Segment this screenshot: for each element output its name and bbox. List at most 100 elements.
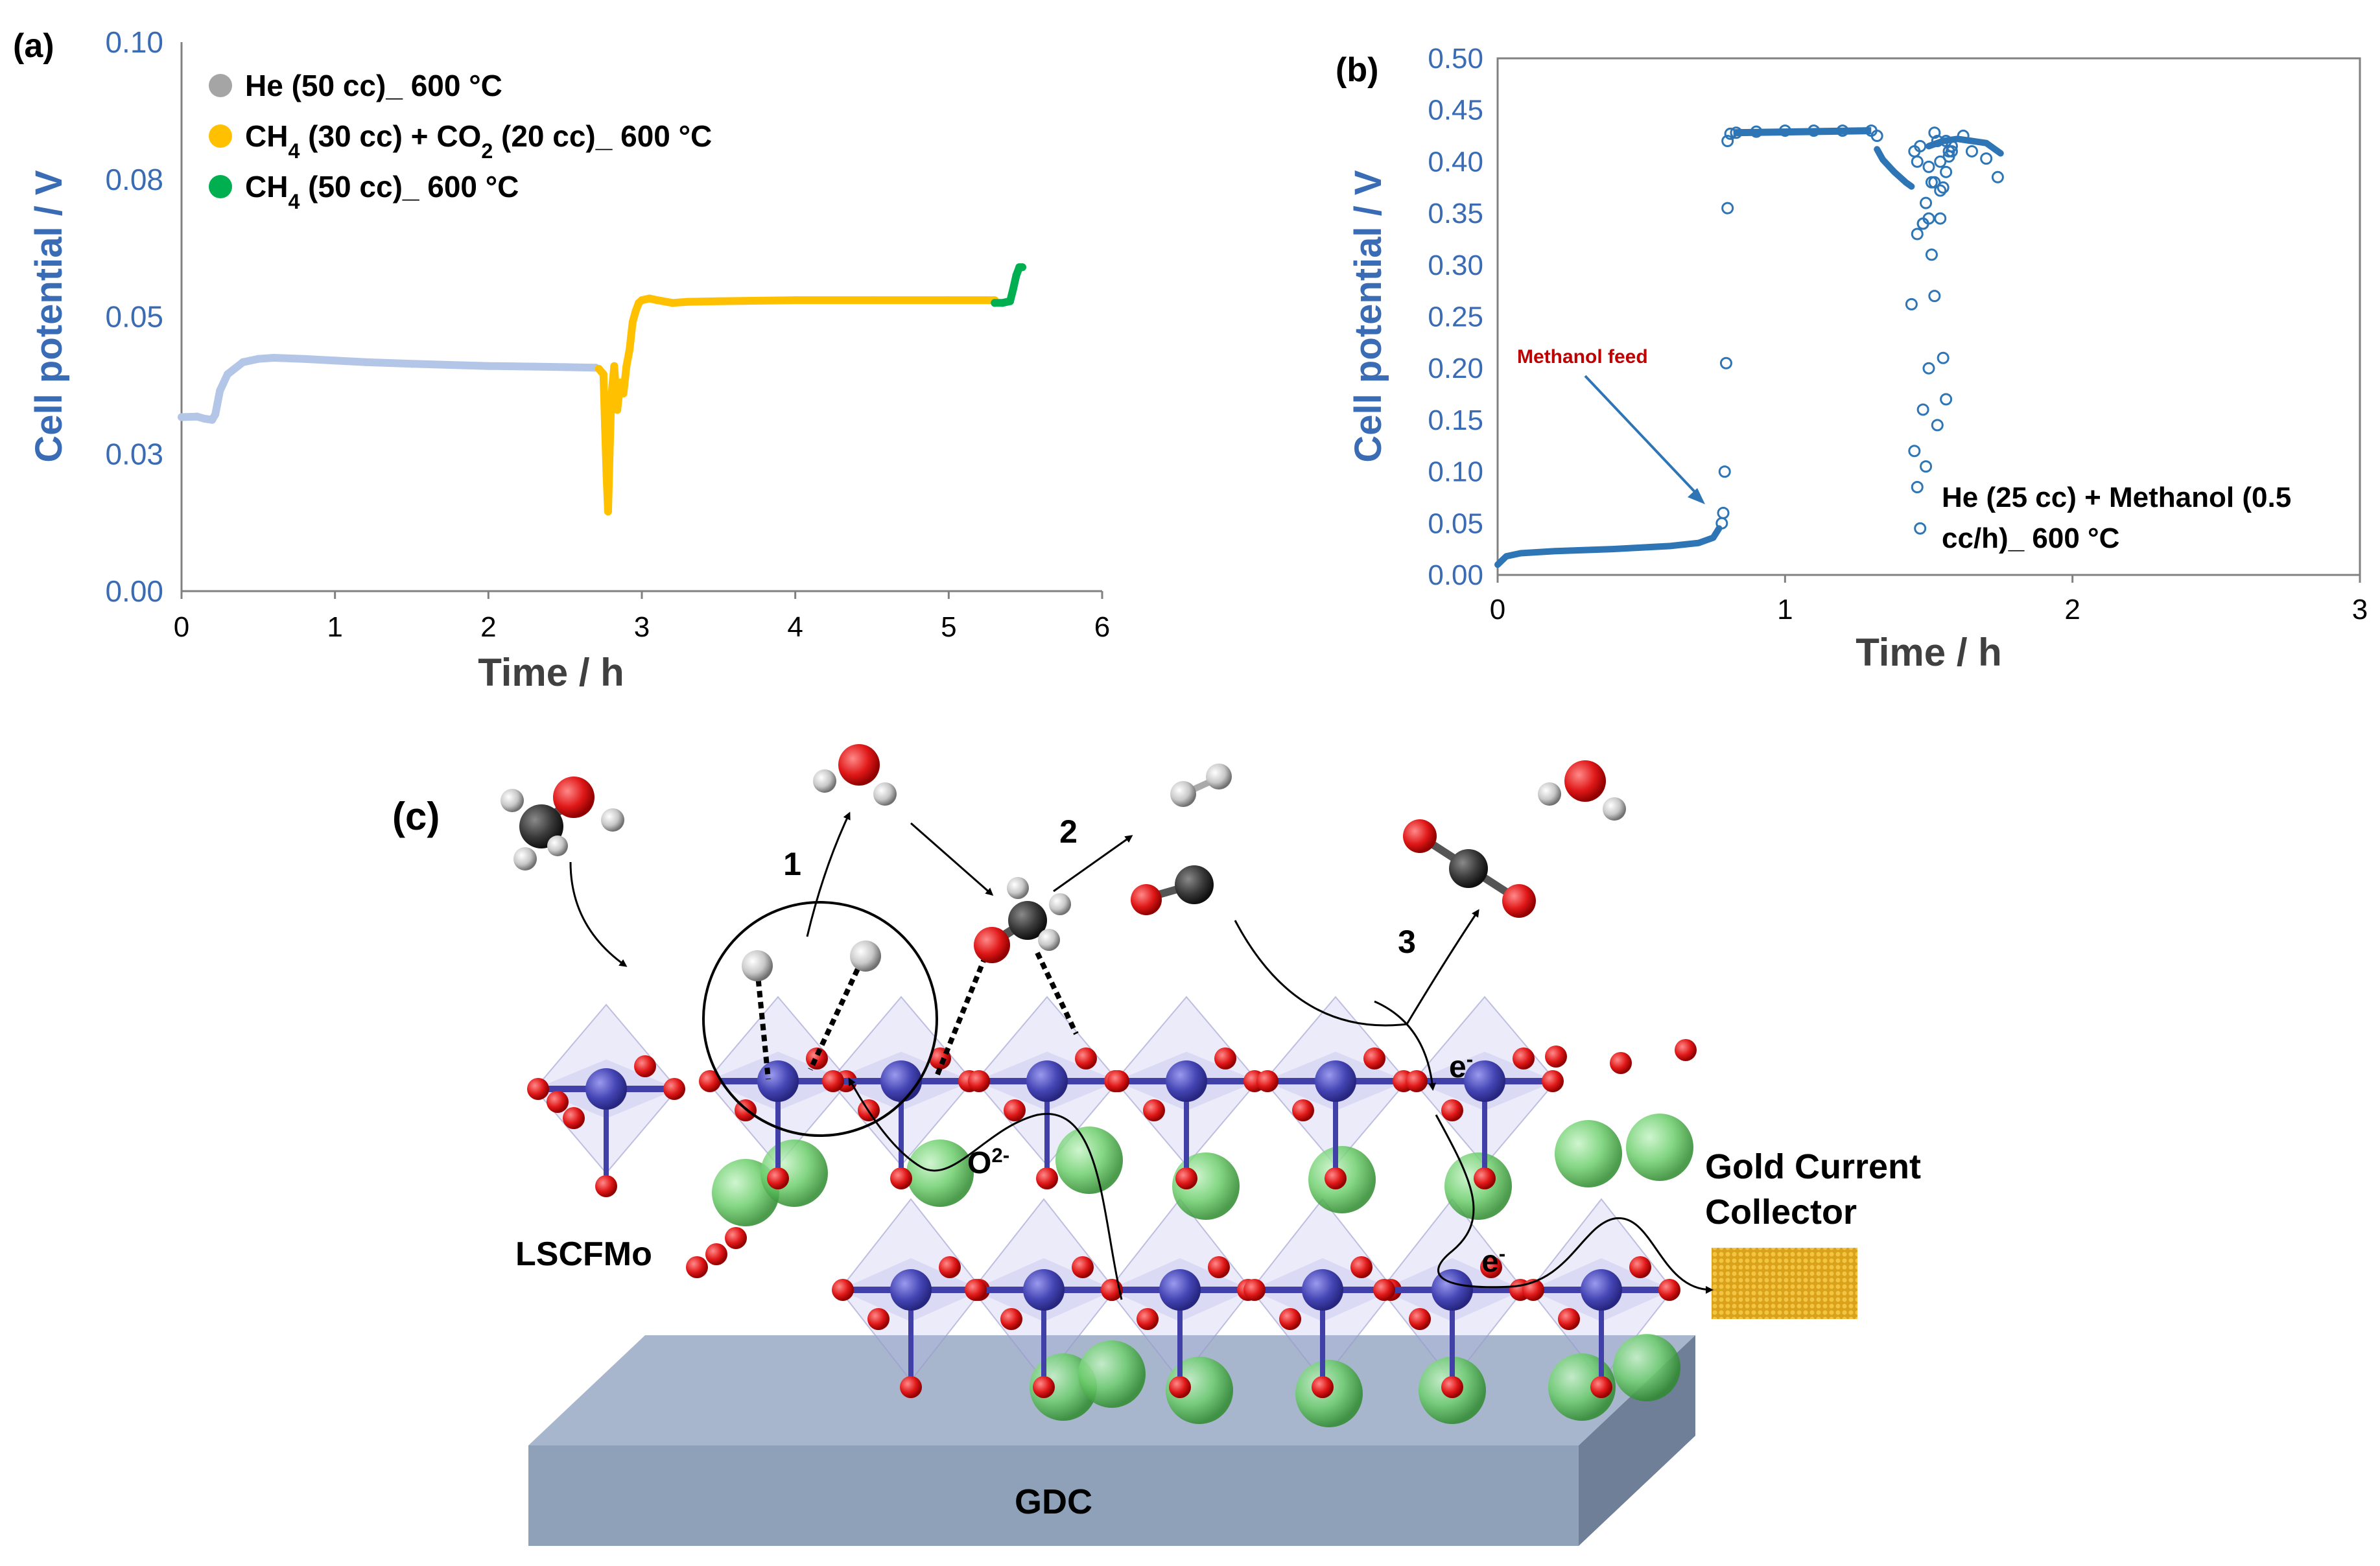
oxygen-atom — [1363, 1047, 1385, 1069]
y-tick-label: 0.10 — [105, 25, 163, 59]
data-point — [1928, 290, 1941, 303]
data-point — [1808, 124, 1820, 137]
oxygen-atom — [1143, 1099, 1165, 1121]
data-point — [1018, 263, 1026, 272]
step3-arrow — [1234, 909, 1479, 1027]
y-tick-label: 0.50 — [1428, 43, 1483, 75]
methoxy-molecule — [974, 877, 1071, 963]
data-point — [1721, 135, 1734, 148]
data-point — [1934, 155, 1947, 168]
data-point — [1730, 126, 1743, 139]
hydrogen-atom — [850, 941, 881, 972]
y-tick-label: 0.35 — [1428, 198, 1483, 229]
oxygen-atom — [1243, 1279, 1266, 1301]
oxygen-atom — [527, 1078, 549, 1100]
data-point — [1911, 228, 1924, 240]
data-point — [868, 296, 876, 305]
oxygen-atom — [1137, 1308, 1159, 1330]
metal-atom — [1464, 1060, 1505, 1102]
data-point — [1717, 506, 1730, 519]
panel-a-legend: He (50 cc)_ 600 °C CH4 (30 cc) + CO2 (20… — [209, 69, 712, 213]
y-tick-label: 0.30 — [1428, 250, 1483, 281]
gdc-label: GDC — [1015, 1482, 1092, 1521]
data-point — [1957, 130, 1970, 143]
data-point — [653, 296, 661, 305]
data-point — [1916, 403, 1929, 416]
oxygen-atom — [1513, 1047, 1535, 1069]
oxygen-atom — [1350, 1256, 1373, 1278]
oxygen-atom — [1406, 1070, 1428, 1092]
oxygen-atom — [1292, 1099, 1314, 1121]
metal-atom — [757, 1060, 799, 1102]
data-point — [626, 345, 634, 354]
data-point — [1922, 212, 1935, 225]
oxygen-atom — [1325, 1167, 1347, 1189]
data-point — [998, 299, 1007, 307]
oxide-ion-label: O2- — [967, 1144, 1009, 1181]
data-point — [991, 299, 999, 307]
x-tick-label: 1 — [1777, 594, 1793, 625]
data-point — [638, 296, 646, 305]
data-point — [1928, 126, 1941, 139]
la-sr-atom — [1626, 1114, 1693, 1181]
data-point — [602, 472, 611, 480]
panel-b-y-ticks: 0.000.050.100.150.200.250.300.350.400.45… — [1428, 43, 1483, 591]
panel-a-x-label: Time / h — [478, 651, 624, 694]
x-tick-label: 2 — [2064, 594, 2080, 625]
oxygen-atom — [832, 1279, 854, 1301]
oxygen-atom — [547, 1091, 569, 1113]
data-point — [1905, 298, 1918, 310]
data-point — [1980, 152, 1993, 165]
x-tick-label: 0 — [1490, 594, 1505, 625]
data-point — [684, 298, 692, 306]
gold-collector-label-line2: Collector — [1705, 1193, 1857, 1232]
panel-b-x-label: Time / h — [1856, 631, 2002, 674]
methanol-feed-arrow — [1584, 375, 1700, 497]
data-point — [1006, 297, 1014, 305]
la-sr-atom — [906, 1139, 974, 1207]
oxygen-atom — [1658, 1279, 1680, 1301]
adsorption-site-circle — [702, 901, 938, 1137]
metal-atom — [890, 1269, 932, 1311]
oxygen-atom — [1107, 1070, 1129, 1092]
panel-b-plot-area — [1496, 57, 2361, 576]
data-point — [1925, 248, 1938, 261]
lscfmo-label: LSCFMo — [515, 1235, 652, 1273]
data-point — [619, 390, 628, 398]
y-tick-label: 0.40 — [1428, 146, 1483, 178]
data-point — [1721, 202, 1734, 215]
metal-atom — [880, 1060, 922, 1102]
oxygen-atom — [1208, 1256, 1230, 1278]
panel-b-label: (b) — [1336, 51, 1378, 89]
x-tick-label: 0 — [174, 611, 189, 643]
data-point — [211, 410, 220, 419]
y-tick-label: 0.15 — [1428, 404, 1483, 436]
data-point — [362, 358, 370, 366]
oxygen-atom — [663, 1078, 685, 1100]
oxygen-atom — [705, 1243, 727, 1265]
data-point — [1911, 155, 1924, 168]
data-point — [1715, 517, 1728, 530]
oxygen-atom — [939, 1256, 961, 1278]
c-adsorption-bond — [1035, 952, 1079, 1035]
data-point — [1908, 445, 1921, 458]
lscfmo-lattice — [527, 996, 1697, 1427]
oxygen-atom — [1033, 1376, 1055, 1398]
data-point — [945, 296, 953, 305]
oxygen-atom — [699, 1070, 721, 1092]
oxygen-atom — [1474, 1167, 1496, 1189]
oxygen-atom — [1000, 1308, 1022, 1330]
oxygen-atom — [1675, 1039, 1697, 1061]
data-point — [484, 362, 493, 370]
data-point — [1914, 522, 1927, 535]
metal-atom — [1166, 1060, 1207, 1102]
x-tick-label: 1 — [327, 611, 342, 643]
metal-atom — [1023, 1269, 1065, 1311]
data-point — [616, 379, 624, 387]
data-point — [1836, 124, 1849, 137]
oxygen-atom — [822, 1070, 844, 1092]
data-point — [300, 355, 309, 363]
data-point — [1931, 135, 1944, 148]
oxygen-atom — [595, 1175, 617, 1197]
data-point — [791, 296, 799, 305]
